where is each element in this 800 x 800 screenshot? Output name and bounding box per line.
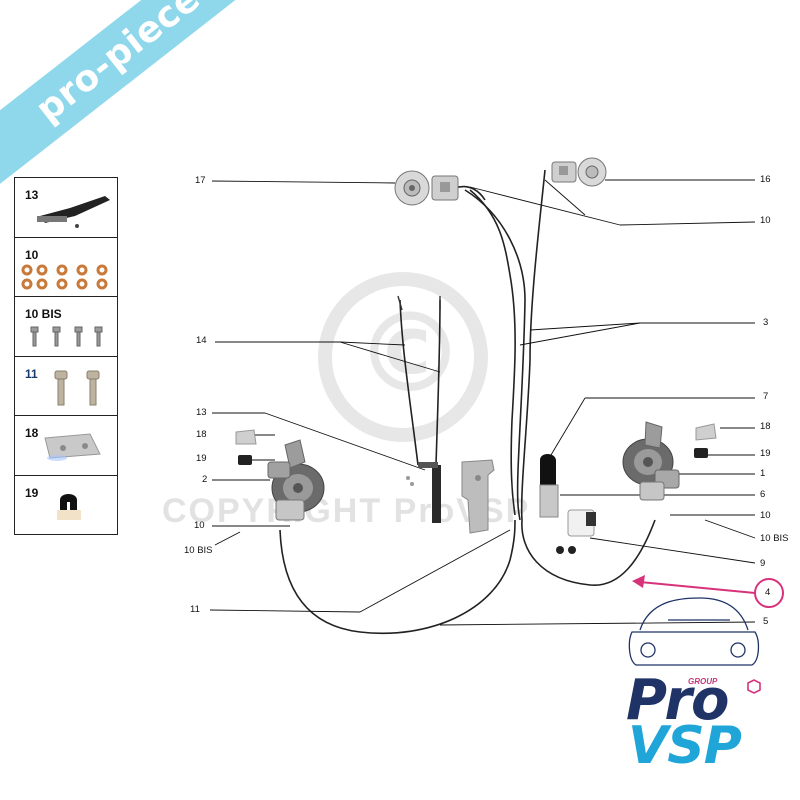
bracket-icon <box>44 433 101 461</box>
callout-18-right: 18 <box>760 421 771 432</box>
parts-legend: 13 10 10 BIS 11 <box>14 177 118 535</box>
legend-label: 10 BIS <box>25 307 62 321</box>
callout-14: 14 <box>196 335 207 346</box>
master-cylinder <box>539 454 596 554</box>
callout-17: 17 <box>195 175 206 186</box>
callout-9: 9 <box>760 558 766 569</box>
brand-pro-text: Pro <box>626 668 729 733</box>
pipe-rear-left <box>464 189 526 521</box>
callout-18-left: 18 <box>196 429 207 440</box>
callout-4: 4 <box>765 587 771 598</box>
car-outline-logo <box>628 597 760 666</box>
rear-right-drum <box>551 157 607 187</box>
legend-label: 19 <box>25 485 39 500</box>
callout-13: 13 <box>196 407 207 418</box>
brand-vsp-text: VSP <box>628 716 742 776</box>
callout-3: 3 <box>763 317 769 328</box>
legend-label: 11 <box>25 366 38 381</box>
callout-10-top: 10 <box>760 215 771 226</box>
handbrake-cable-left <box>399 299 419 466</box>
hex-logo-mark <box>747 679 761 694</box>
brand-group-text: GROUP <box>688 677 718 686</box>
callout-1: 1 <box>760 468 766 479</box>
callout-10-bis-right: 10 BIS <box>760 533 789 544</box>
legend-label: 18 <box>25 426 39 440</box>
front-left-hub <box>267 439 325 521</box>
pipe-rear-detail <box>454 185 486 201</box>
handbrake-lever-icon <box>37 196 110 228</box>
callout-11: 11 <box>190 604 200 615</box>
callout-10-bis-left: 10 BIS <box>184 545 213 556</box>
leader-lines <box>209 179 756 626</box>
banjo-bolts-icon <box>30 326 103 347</box>
pipe-bottom-loop <box>279 519 516 634</box>
callout-10-right: 10 <box>760 510 771 521</box>
pipe-front-right-loop <box>520 169 656 586</box>
item-4-highlight <box>632 575 784 608</box>
bolts-icon <box>54 370 100 405</box>
copper-washers-icon <box>21 264 108 289</box>
callout-6: 6 <box>760 489 766 500</box>
callout-2: 2 <box>202 474 208 485</box>
clip-icon <box>57 493 81 520</box>
legend-item-10[interactable]: 10 <box>15 238 117 297</box>
callout-19-left: 19 <box>196 453 207 464</box>
front-right-hub <box>622 421 680 501</box>
callout-7: 7 <box>763 391 769 402</box>
handbrake-assembly <box>397 295 441 523</box>
small-parts <box>235 423 717 465</box>
copyright-watermark-symbol: © <box>355 289 465 417</box>
callout-19-right: 19 <box>760 448 771 459</box>
callout-10-left: 10 <box>194 520 205 531</box>
legend-item-10-bis[interactable]: 10 BIS <box>15 297 117 357</box>
legend-label: 13 <box>25 188 39 202</box>
legend-item-18[interactable]: 18 <box>15 416 117 476</box>
pipe-rear-right <box>469 189 516 516</box>
rear-left-drum <box>394 170 459 206</box>
legend-item-11[interactable]: 11 <box>15 357 117 416</box>
legend-item-19[interactable]: 19 <box>15 476 117 535</box>
callout-5: 5 <box>763 616 769 627</box>
center-bracket <box>461 459 495 534</box>
callout-16: 16 <box>760 174 771 185</box>
legend-label: 10 <box>25 247 39 262</box>
handbrake-cable-right <box>435 299 441 466</box>
legend-item-13[interactable]: 13 <box>15 178 117 238</box>
brake-pipes <box>279 169 656 634</box>
